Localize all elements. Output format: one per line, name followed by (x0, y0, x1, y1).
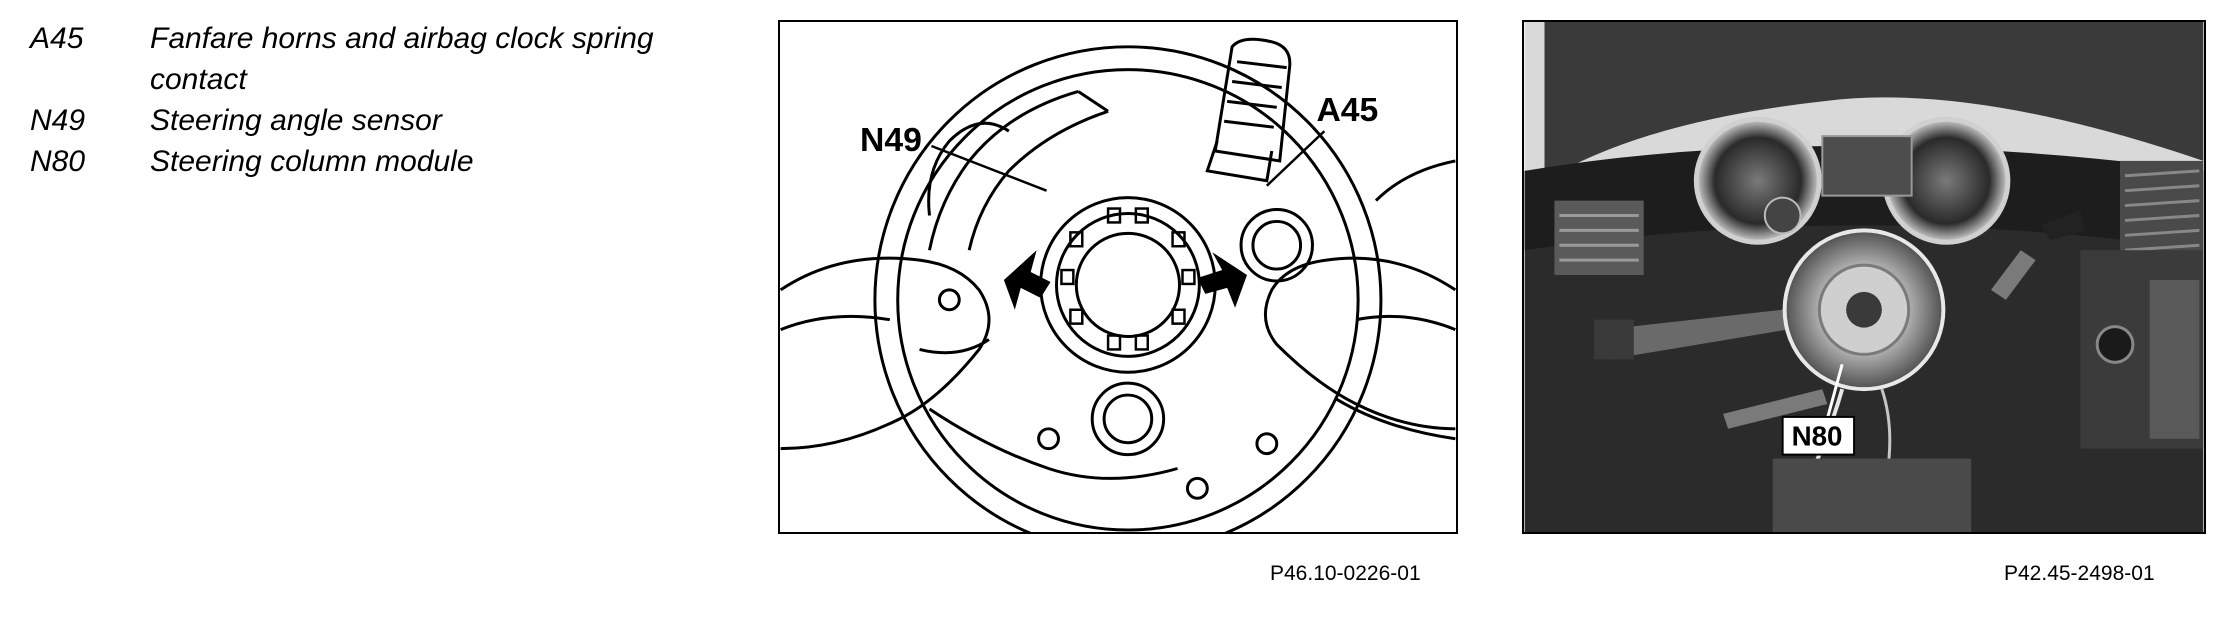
figure-caption: P46.10-0226-01 (1270, 562, 1421, 585)
callout-n49: N49 (860, 121, 922, 159)
legend-description: Steering angle sensor (150, 104, 442, 137)
legend-code: A45 (30, 22, 84, 55)
legend-description: Steering column module (150, 145, 474, 178)
dashboard-photo: N80 (1522, 20, 2206, 534)
line-drawing-illustration: N49 A45 (780, 37, 1456, 532)
outer-ring (873, 45, 1383, 532)
callout-n80: N80 (1792, 421, 1843, 452)
legend-code: N49 (30, 104, 86, 137)
dashboard-photo-illustration: N80 (1524, 22, 2204, 532)
callout-a45: A45 (1316, 91, 1378, 129)
legend-description: Fanfare horns and airbag clock spring co… (150, 22, 654, 96)
legend-code: N80 (30, 145, 86, 178)
callout-box (1781, 415, 1856, 456)
figure-caption: P42.45-2498-01 (2004, 562, 2155, 585)
legend: A45 Fanfare horns and airbag clock sprin… (30, 18, 670, 182)
legend-row-n80: N80 Steering column module (30, 141, 670, 182)
clock-spring-line-drawing: N49 A45 (778, 20, 1458, 534)
legend-row-a45: A45 Fanfare horns and airbag clock sprin… (30, 18, 670, 100)
legend-row-n49: N49 Steering angle sensor (30, 100, 670, 141)
